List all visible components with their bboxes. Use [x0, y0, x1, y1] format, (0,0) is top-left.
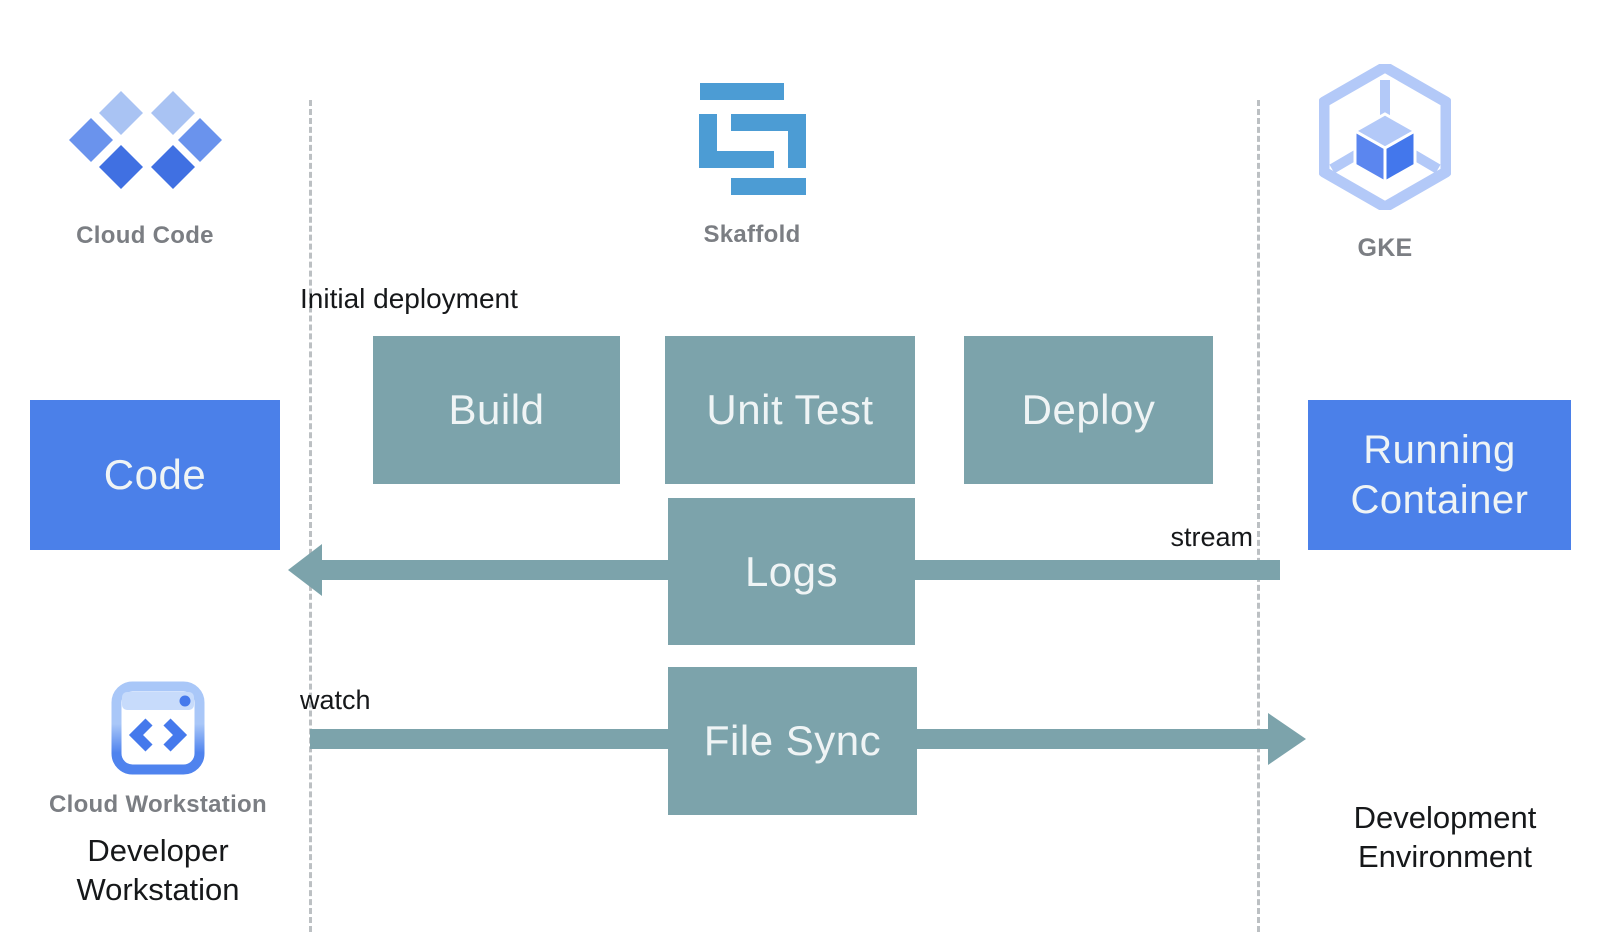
cloud-code-label: Cloud Code: [76, 222, 214, 249]
separator-line-left: [309, 100, 312, 932]
file-sync-box: File Sync: [668, 667, 917, 815]
skaffold-group: Skaffold: [652, 83, 852, 249]
build-box: Build: [373, 336, 620, 484]
initial-deployment-label: Initial deployment: [300, 283, 518, 314]
cloud-workstation-label: Cloud Workstation: [49, 791, 267, 818]
stream-arrowhead-icon: [288, 544, 322, 596]
cloud-code-icon: [69, 91, 222, 189]
skaffold-label: Skaffold: [703, 221, 801, 248]
cloud-code-group: Cloud Code: [40, 88, 250, 250]
cloud-workstation-group: Cloud Workstation: [48, 681, 268, 819]
developer-workstation-label: Developer Workstation: [76, 833, 240, 908]
gke-group: GKE: [1285, 64, 1485, 263]
watch-label: watch: [300, 685, 371, 715]
development-environment-label: Development Environment: [1353, 800, 1537, 875]
logs-box: Logs: [668, 498, 915, 645]
separator-line-right: [1257, 100, 1260, 932]
deploy-box: Deploy: [964, 336, 1213, 484]
skaffold-icon: [698, 83, 806, 195]
gke-icon: [1319, 64, 1451, 210]
running-container-box: Running Container: [1308, 400, 1571, 550]
cloud-workstation-icon: [111, 681, 205, 775]
stream-label: stream: [1170, 522, 1253, 552]
code-box: Code: [30, 400, 280, 550]
watch-arrowhead-icon: [1268, 713, 1306, 765]
unit-test-box: Unit Test: [665, 336, 915, 484]
gke-label: GKE: [1357, 234, 1413, 262]
